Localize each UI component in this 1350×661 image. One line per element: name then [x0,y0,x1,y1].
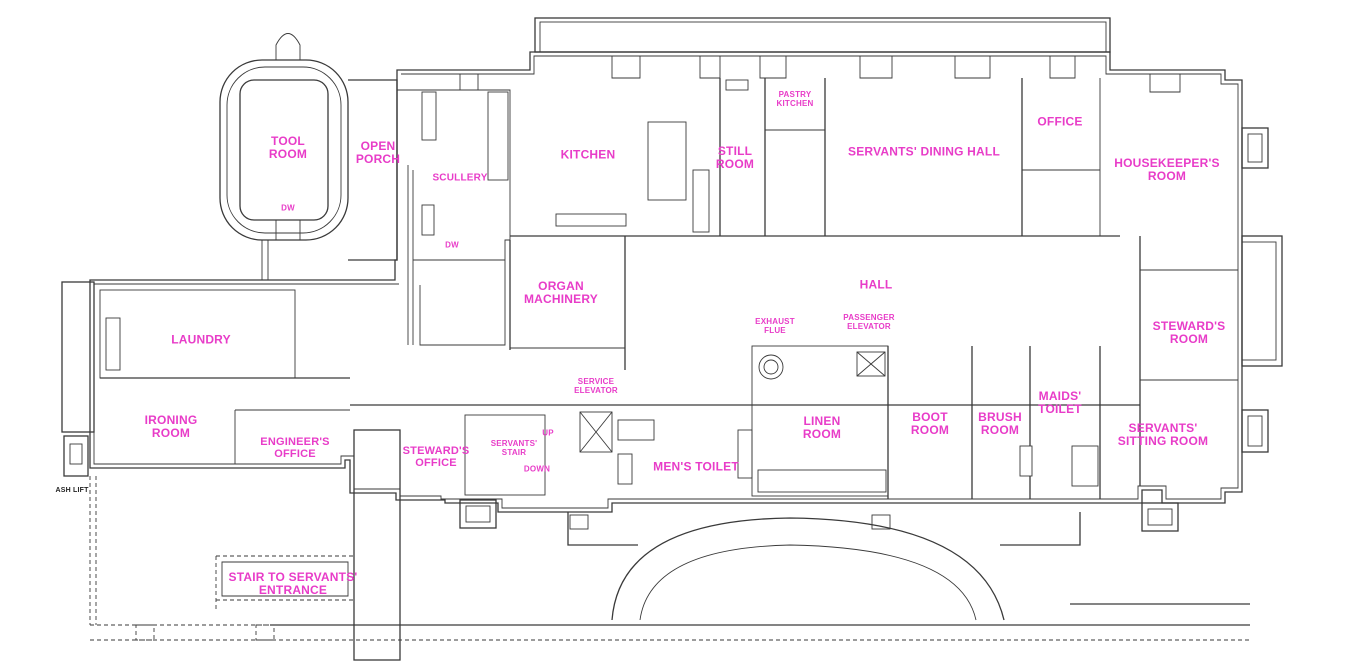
terrace-and-stair [90,429,1250,661]
label-mens-toilet: MEN'S TOILET [653,459,739,474]
label-ash-lift: ASH LIFT [55,487,89,495]
label-housekeepers-room: HOUSEKEEPER'S ROOM [1114,155,1220,183]
label-dw-tool-room: DW [281,203,295,213]
tool-room-pavilion [219,33,349,280]
label-office: OFFICE [1037,114,1083,129]
label-engineers-office: ENGINEER'S OFFICE [260,435,330,460]
label-stair-up: UP [542,428,554,438]
label-passenger-elevator: PASSENGER ELEVATOR [843,313,895,331]
label-maids-toilet: MAIDS' TOILET [1038,388,1082,416]
label-linen-room: LINEN ROOM [802,413,842,441]
label-servants-dining-hall: SERVANTS' DINING HALL [848,144,1000,159]
label-open-porch: OPEN PORCH [355,138,401,166]
label-stair-to-servants-entrance: STAIR TO SERVANTS' ENTRANCE [228,569,358,597]
label-tool-room: TOOL ROOM [268,133,308,161]
label-stair-down: DOWN [523,464,551,474]
label-laundry: LAUNDRY [171,332,231,347]
scullery-block [348,79,511,346]
laundry-wing [61,281,350,625]
label-hall: HALL [859,277,893,292]
label-stewards-office: STEWARD'S OFFICE [402,444,470,469]
label-exhaust-flue: EXHAUST FLUE [755,317,795,335]
label-dw-scullery: DW [445,240,459,250]
label-still-room: STILL ROOM [715,143,755,171]
label-servants-sitting-room: SERVANTS' SITTING ROOM [1117,420,1209,448]
label-organ-machinery: ORGAN MACHINERY [523,278,599,306]
lower-service-rooms [350,236,1238,499]
building-outline [89,17,1283,532]
kitchen-block [509,78,1120,370]
label-scullery: SCULLERY [432,172,488,184]
label-stewards-room: STEWARD'S ROOM [1152,318,1226,346]
label-boot-room: BOOT ROOM [910,409,950,437]
label-servants-stair: SERVANTS' STAIR [490,439,538,457]
label-pastry-kitchen: PASTRY KITCHEN [776,90,814,108]
label-service-elevator: SERVICE ELEVATOR [574,377,618,395]
label-ironing-room: IRONING ROOM [144,412,198,440]
label-kitchen: KITCHEN [560,147,616,162]
label-brush-room: BRUSH ROOM [978,409,1022,437]
